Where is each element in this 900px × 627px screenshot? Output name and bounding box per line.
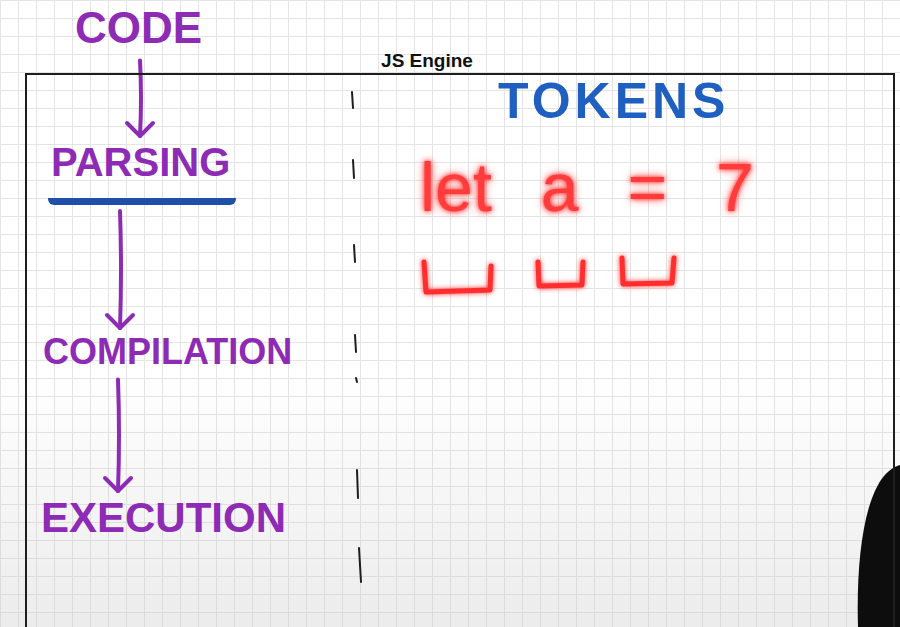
step-text: PARSING [48,138,236,205]
arrow-head [105,478,131,491]
arrow-head [127,123,153,136]
step-label: CODE [72,2,208,54]
step-text: EXECUTION [38,493,292,543]
arrow-shaft [118,380,119,491]
arrow-shaft [140,60,141,136]
frame-title: JS Engine [381,51,473,72]
flow-arrow [105,380,131,491]
arrow-head [107,315,133,328]
step-label: PARSING [48,138,236,205]
step-label: COMPILATION [40,330,298,374]
step-label: EXECUTION [38,493,292,543]
arrow-shaft [120,211,121,328]
step-text: CODE [72,2,208,54]
step-text: COMPILATION [40,330,298,374]
code-sample: let a = 7 [420,150,754,225]
dashed-divider [352,92,361,582]
token-brackets [424,258,674,292]
flow-arrow [107,211,133,328]
section-heading: TOKENS [498,74,729,129]
flow-arrow [127,60,153,136]
